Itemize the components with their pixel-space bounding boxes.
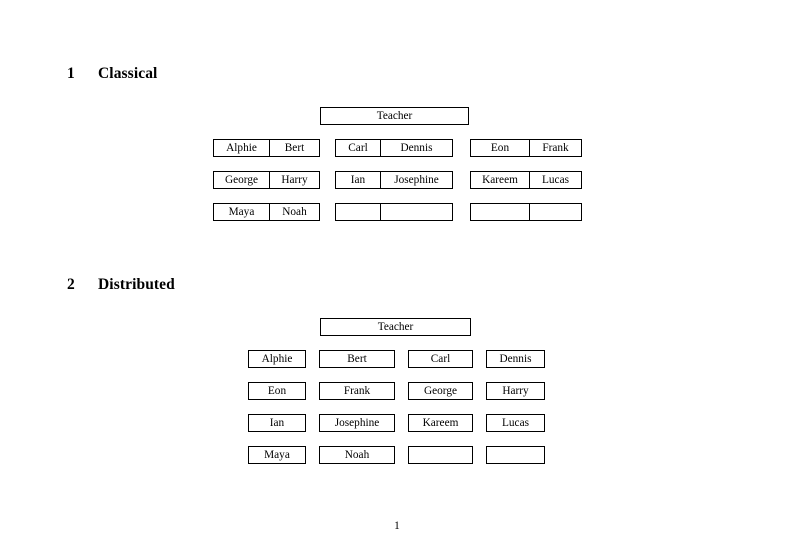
table-cell [529,204,581,220]
classical-group-left-row-3: Maya Noah [213,203,320,221]
table-cell: Carl [348,142,368,154]
table-cell: Bert [269,140,319,156]
distributed-cell: Ian [248,414,306,432]
distributed-cell: George [408,382,473,400]
table-cell: Lucas [529,172,581,188]
classical-group-left-row-2: George Harry [213,171,320,189]
page-number: 1 [394,520,400,532]
distributed-cell: Carl [408,350,473,368]
classical-group-right-row-1: Eon Frank [470,139,582,157]
section-number-2: 2 [67,276,75,293]
classical-group-right-row-2: Kareem Lucas [470,171,582,189]
distributed-cell: Dennis [486,350,545,368]
distributed-cell: Lucas [486,414,545,432]
distributed-cell: Frank [319,382,395,400]
table-cell: Josephine [380,172,452,188]
distributed-cell: Harry [486,382,545,400]
section-title-2: Distributed [98,276,175,293]
distributed-cell: Kareem [408,414,473,432]
classical-group-middle-row-3 [335,203,453,221]
table-cell: Eon [490,142,510,154]
table-cell: Ian [350,174,366,186]
distributed-cell: Eon [248,382,306,400]
table-cell [471,204,529,220]
table-cell [380,204,452,220]
distributed-cell [486,446,545,464]
section-heading-distributed: 2 Distributed [67,276,175,294]
classical-group-middle-row-2: Ian Josephine [335,171,453,189]
table-cell: Frank [529,140,581,156]
classical-group-right-row-3 [470,203,582,221]
classical-group-middle-row-1: Carl Dennis [335,139,453,157]
teacher-box-classical: Teacher [320,107,469,125]
table-cell: Dennis [380,140,452,156]
table-cell: Noah [269,204,319,220]
teacher-box-distributed: Teacher [320,318,471,336]
distributed-cell: Alphie [248,350,306,368]
table-cell: George [224,174,259,186]
table-cell: Harry [269,172,319,188]
distributed-cell: Maya [248,446,306,464]
table-cell: Maya [228,206,255,218]
section-title-1: Classical [98,65,158,82]
distributed-cell: Noah [319,446,395,464]
distributed-cell: Bert [319,350,395,368]
distributed-cell: Josephine [319,414,395,432]
table-cell: Kareem [482,174,518,186]
section-heading-classical: 1 Classical [67,65,157,83]
section-number-1: 1 [67,65,75,82]
classical-group-left-row-1: Alphie Bert [213,139,320,157]
distributed-cell [408,446,473,464]
table-cell: Alphie [226,142,257,154]
table-cell [336,204,380,220]
